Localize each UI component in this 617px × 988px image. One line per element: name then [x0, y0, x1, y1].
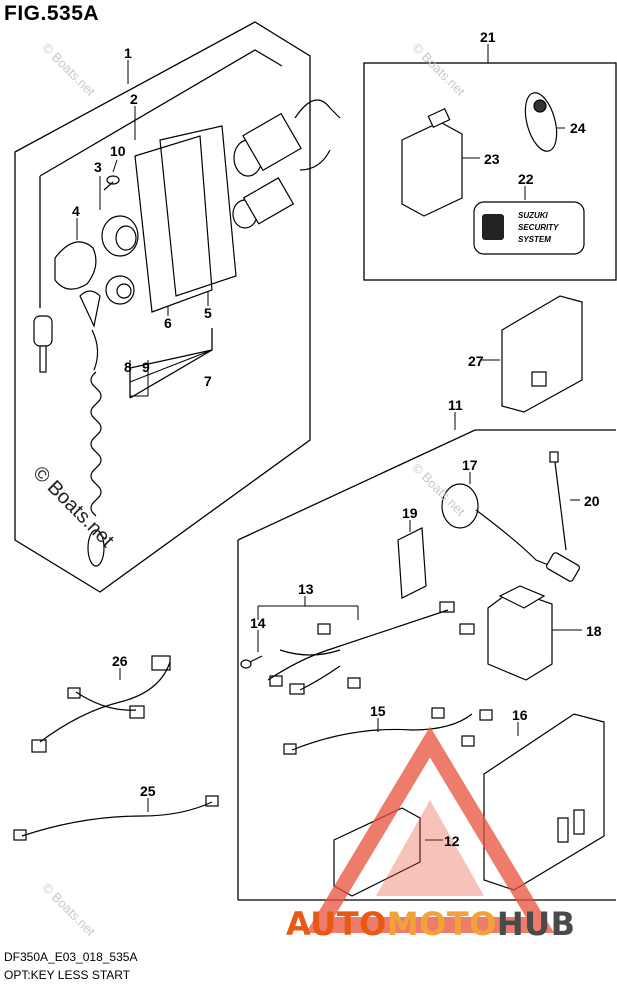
- callout-18: 18: [586, 623, 602, 639]
- callout-22: 22: [518, 171, 534, 187]
- brand-logo: AUTOMOTOHUB: [286, 905, 576, 943]
- callout-14: 14: [250, 615, 266, 631]
- brand-part3: HUB: [496, 905, 576, 943]
- ecu-cover-part: [501, 295, 583, 413]
- bolt-part: [240, 655, 263, 669]
- harness-26-part: [31, 655, 171, 753]
- lanyard-part: [79, 290, 105, 567]
- callout-11: 11: [448, 397, 463, 413]
- plate-part: [134, 135, 213, 313]
- security-label-part: SUZUKI SECURITY SYSTEM: [473, 201, 585, 255]
- callout-12: 12: [444, 833, 460, 849]
- callout-8: 8: [124, 359, 132, 375]
- callout-9: 9: [142, 359, 150, 375]
- relay-part: [487, 585, 553, 681]
- callout-17: 17: [462, 457, 478, 473]
- callout-10: 10: [110, 143, 126, 159]
- callout-3: 3: [94, 159, 102, 175]
- leader-lines: [76, 44, 582, 841]
- callout-25: 25: [140, 783, 156, 799]
- key-part: [33, 315, 53, 373]
- callout-21: 21: [480, 29, 496, 45]
- switch-assembly-box: [14, 21, 311, 593]
- callout-6: 6: [164, 315, 172, 331]
- knob-part: [54, 241, 97, 290]
- harness-box: [237, 429, 616, 901]
- security-line3: SYSTEM: [518, 235, 551, 244]
- figure-subtitle: OPT:KEY LESS START: [4, 968, 131, 982]
- sensor-part: [441, 483, 580, 582]
- logo-triangle: [305, 726, 555, 933]
- fob-part: [524, 92, 558, 152]
- security-line1: SUZUKI: [518, 211, 549, 220]
- callout-1: 1: [124, 45, 132, 61]
- callout-19: 19: [402, 505, 418, 521]
- model-code: DF350A_E03_018_535A: [4, 950, 138, 964]
- nut-part: [105, 275, 135, 305]
- callout-24: 24: [570, 120, 586, 136]
- callout-15: 15: [370, 703, 386, 719]
- security-module-part: [401, 107, 463, 217]
- switch-body-part: [232, 112, 302, 229]
- security-box: [363, 62, 617, 281]
- fig-title: FIG.535A: [4, 2, 100, 25]
- brand-part1: AUTO: [286, 905, 387, 943]
- screw-part: [103, 175, 120, 191]
- bracket-part: [483, 713, 605, 891]
- harness-25-part: [13, 795, 219, 841]
- cable-tie-part: [549, 451, 567, 551]
- brand-part2: MOTO: [386, 905, 497, 943]
- logo-triangle-inner: [376, 800, 484, 896]
- callout-labels: 1 2 3 4 5 6 7 8 9 10 11 12 13 14 15 16 1…: [72, 29, 602, 849]
- bushing-part: [101, 215, 139, 257]
- callout-5: 5: [204, 305, 212, 321]
- callout-23: 23: [484, 151, 500, 167]
- switch-wires: [294, 99, 341, 171]
- gasket-part: [159, 125, 237, 297]
- harness-15-part: [283, 707, 493, 755]
- callout-26: 26: [112, 653, 128, 669]
- callout-7: 7: [204, 373, 212, 389]
- callout-4: 4: [72, 203, 80, 219]
- harness-13-part: [267, 601, 475, 695]
- callout-2: 2: [130, 91, 138, 107]
- callout-13: 13: [298, 581, 314, 597]
- callout-20: 20: [584, 493, 600, 509]
- security-line2: SECURITY: [518, 223, 559, 232]
- pad-part: [397, 527, 427, 599]
- callout-16: 16: [512, 707, 528, 723]
- callout-27: 27: [468, 353, 484, 369]
